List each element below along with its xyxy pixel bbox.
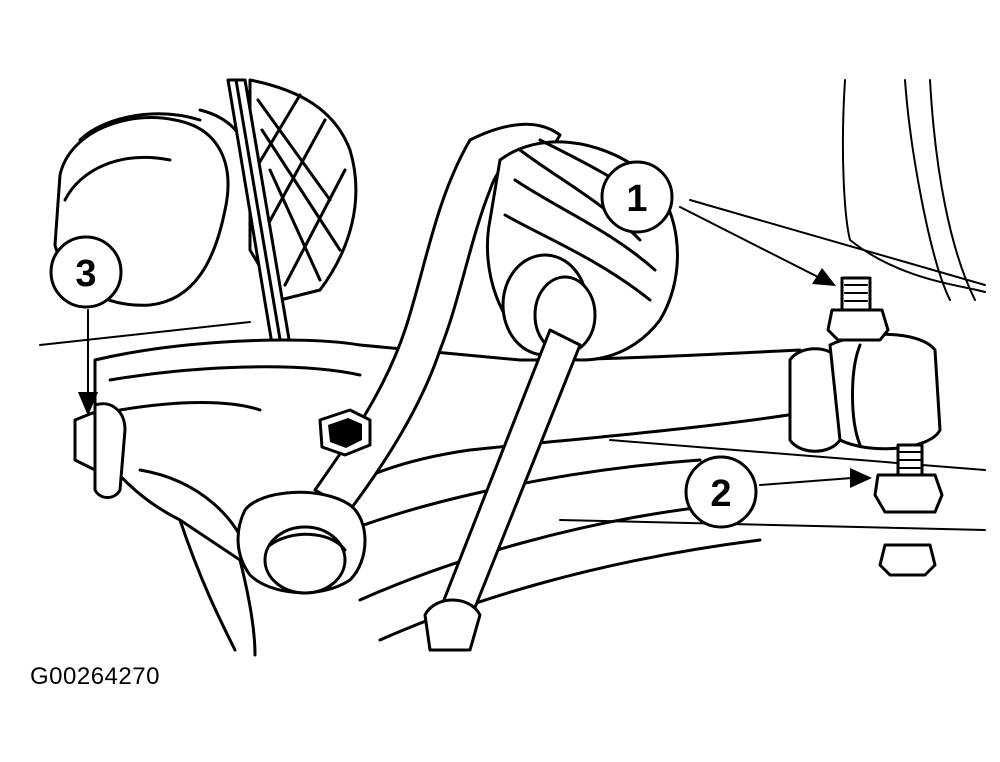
callout-2-number: 2 — [710, 473, 731, 515]
tie-rod — [423, 328, 582, 652]
lower-bolt-nut — [873, 443, 944, 577]
link-lower-bushing — [236, 490, 367, 595]
callout-3-number: 3 — [75, 253, 96, 295]
background-linework — [39, 79, 986, 531]
callout-leaders — [78, 206, 872, 488]
figure-id-label: G00264270 — [30, 663, 160, 690]
ribbed-bracket — [248, 78, 358, 302]
stabilizer-bushing-clamp — [788, 332, 942, 453]
callout-2: 2 — [684, 455, 758, 529]
callout-1-number: 1 — [626, 178, 647, 220]
link-nut — [318, 408, 372, 457]
side-bolt — [73, 402, 127, 499]
upper-bolt-nut — [826, 276, 890, 342]
callout-3: 3 — [49, 235, 123, 309]
callout-1: 1 — [600, 160, 674, 234]
